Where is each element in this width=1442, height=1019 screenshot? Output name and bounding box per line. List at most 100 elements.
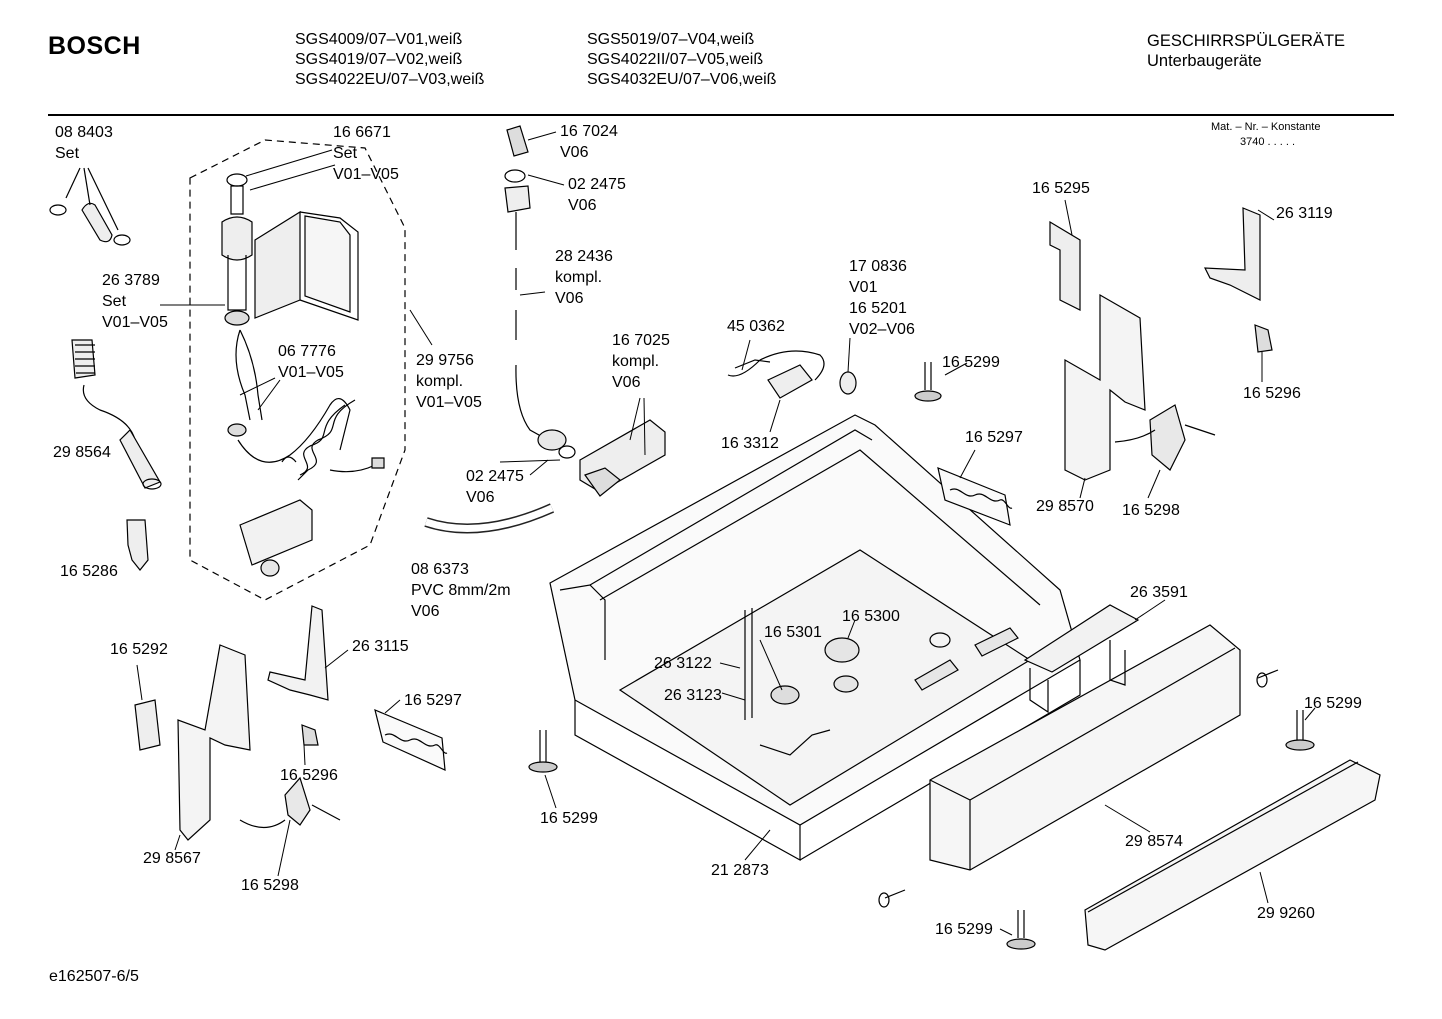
valve-wires-part bbox=[228, 330, 350, 462]
part-label: 29 8570 bbox=[1036, 496, 1094, 517]
part-number: 16 5301 bbox=[764, 624, 822, 641]
adjustable-foot-part-2 bbox=[529, 730, 557, 772]
part-number: 16 5300 bbox=[842, 608, 900, 625]
spring-hose-part bbox=[282, 400, 384, 480]
base-tub-part bbox=[550, 415, 1080, 860]
part-number: 26 3123 bbox=[664, 687, 722, 704]
hose-clamp-set-part bbox=[50, 168, 130, 245]
part-note: kompl. bbox=[612, 353, 660, 370]
part-label: 26 3122 bbox=[654, 653, 712, 674]
part-note: PVC 8mm/2m bbox=[411, 582, 511, 599]
model-entry: SGS4022EU/07–V03,weiß bbox=[295, 71, 485, 88]
part-label: 16 5299 bbox=[935, 919, 993, 940]
group-outline bbox=[190, 140, 405, 600]
brand-logo: BOSCH bbox=[48, 32, 141, 60]
part-number: 16 6671 bbox=[333, 124, 391, 141]
part-note: Set bbox=[333, 145, 358, 162]
part-number: 06 7776 bbox=[278, 343, 336, 360]
part-note: Set bbox=[102, 293, 127, 310]
part-note: V01–V05 bbox=[102, 314, 168, 331]
model-entry: SGS4019/07–V02,weiß bbox=[295, 51, 463, 68]
part-number: 16 7025 bbox=[612, 332, 670, 349]
part-label: 16 5296 bbox=[1243, 383, 1301, 404]
cover-frame-part bbox=[1025, 605, 1138, 712]
part-note: V01–V05 bbox=[333, 166, 399, 183]
part-number: 29 8574 bbox=[1125, 833, 1183, 850]
part-number: 16 7024 bbox=[560, 123, 618, 140]
category-title: GESCHIRRSPÜLGERÄTE bbox=[1147, 32, 1346, 50]
part-label: 16 5299 bbox=[942, 352, 1000, 373]
model-entry: SGS4032EU/07–V06,weiß bbox=[587, 71, 777, 88]
model-entry: SGS4009/07–V01,weiß bbox=[295, 31, 463, 48]
part-number: 29 9756 bbox=[416, 352, 474, 369]
wire-harness-part bbox=[728, 351, 856, 398]
part-label: 21 2873 bbox=[711, 860, 769, 881]
part-label: 29 9260 bbox=[1257, 903, 1315, 924]
part-label: 16 5299 bbox=[540, 808, 598, 829]
part-number: 16 5299 bbox=[540, 810, 598, 827]
part-note: Set bbox=[55, 145, 80, 162]
model-entry: SGS4022II/07–V05,weiß bbox=[587, 51, 764, 68]
part-number: 26 3119 bbox=[1276, 205, 1333, 222]
part-label: 16 5298 bbox=[1122, 500, 1180, 521]
part-note: V06 bbox=[411, 603, 440, 620]
mat-nr-value: 3740 . . . . . bbox=[1240, 136, 1296, 148]
model-entry: SGS5019/07–V04,weiß bbox=[587, 31, 755, 48]
corrugated-hose-part bbox=[72, 340, 161, 489]
kick-panel-part bbox=[930, 625, 1240, 870]
part-number: 16 5296 bbox=[280, 767, 338, 784]
part-number: 16 5292 bbox=[110, 641, 168, 658]
category-heading: GESCHIRRSPÜLGERÄTE Unterbaugeräte bbox=[1147, 31, 1345, 71]
subcategory-title: Unterbaugeräte bbox=[1147, 52, 1262, 70]
part-note: V06 bbox=[560, 144, 589, 161]
part-label: 16 5296 bbox=[280, 765, 338, 786]
part-label: 26 3119 bbox=[1276, 203, 1333, 224]
part-note: kompl. bbox=[555, 269, 603, 286]
part-number: 28 2436 bbox=[555, 248, 613, 265]
part-label: 16 5292 bbox=[110, 639, 168, 660]
part-label: 16 5295 bbox=[1032, 178, 1090, 199]
part-number: 16 5299 bbox=[942, 354, 1000, 371]
part-number: 26 3122 bbox=[654, 655, 712, 672]
part-number: 26 3115 bbox=[352, 638, 409, 655]
screw-part-1 bbox=[1257, 670, 1278, 687]
part-number: 29 8570 bbox=[1036, 498, 1094, 515]
hose-connector-part bbox=[505, 126, 575, 458]
part-number: 45 0362 bbox=[727, 318, 785, 335]
document-id: e162507-6/5 bbox=[49, 968, 139, 985]
model-list-right: SGS5019/07–V04,weiß SGS4022II/07–V05,wei… bbox=[587, 30, 776, 90]
part-label: 45 0362 bbox=[727, 316, 785, 337]
part-number: 16 5298 bbox=[241, 877, 299, 894]
adjustable-foot-part-1 bbox=[915, 362, 941, 401]
part-number: 16 5298 bbox=[1122, 502, 1180, 519]
adjustable-foot-part-3 bbox=[1286, 710, 1314, 750]
part-note: V06 bbox=[466, 489, 495, 506]
part-label: 16 5299 bbox=[1304, 693, 1362, 714]
cable-cover-part bbox=[240, 500, 312, 576]
clip-part-left bbox=[127, 520, 148, 570]
part-note: V06 bbox=[612, 374, 641, 391]
leader-lines bbox=[137, 132, 1315, 935]
part-number: 16 5286 bbox=[60, 563, 118, 580]
part-note: V02–V06 bbox=[849, 321, 915, 338]
part-label: 16 5301 bbox=[764, 622, 822, 643]
part-number: 26 3789 bbox=[102, 272, 160, 289]
part-note: V06 bbox=[555, 290, 584, 307]
part-label: 26 3591 bbox=[1130, 582, 1188, 603]
part-label: 29 8564 bbox=[53, 442, 111, 463]
part-label: 26 3123 bbox=[664, 685, 722, 706]
part-number: 02 2475 bbox=[568, 176, 626, 193]
part-note: V06 bbox=[568, 197, 597, 214]
part-number: 29 8567 bbox=[143, 850, 201, 867]
part-label: 16 5300 bbox=[842, 606, 900, 627]
header-divider bbox=[48, 114, 1394, 116]
